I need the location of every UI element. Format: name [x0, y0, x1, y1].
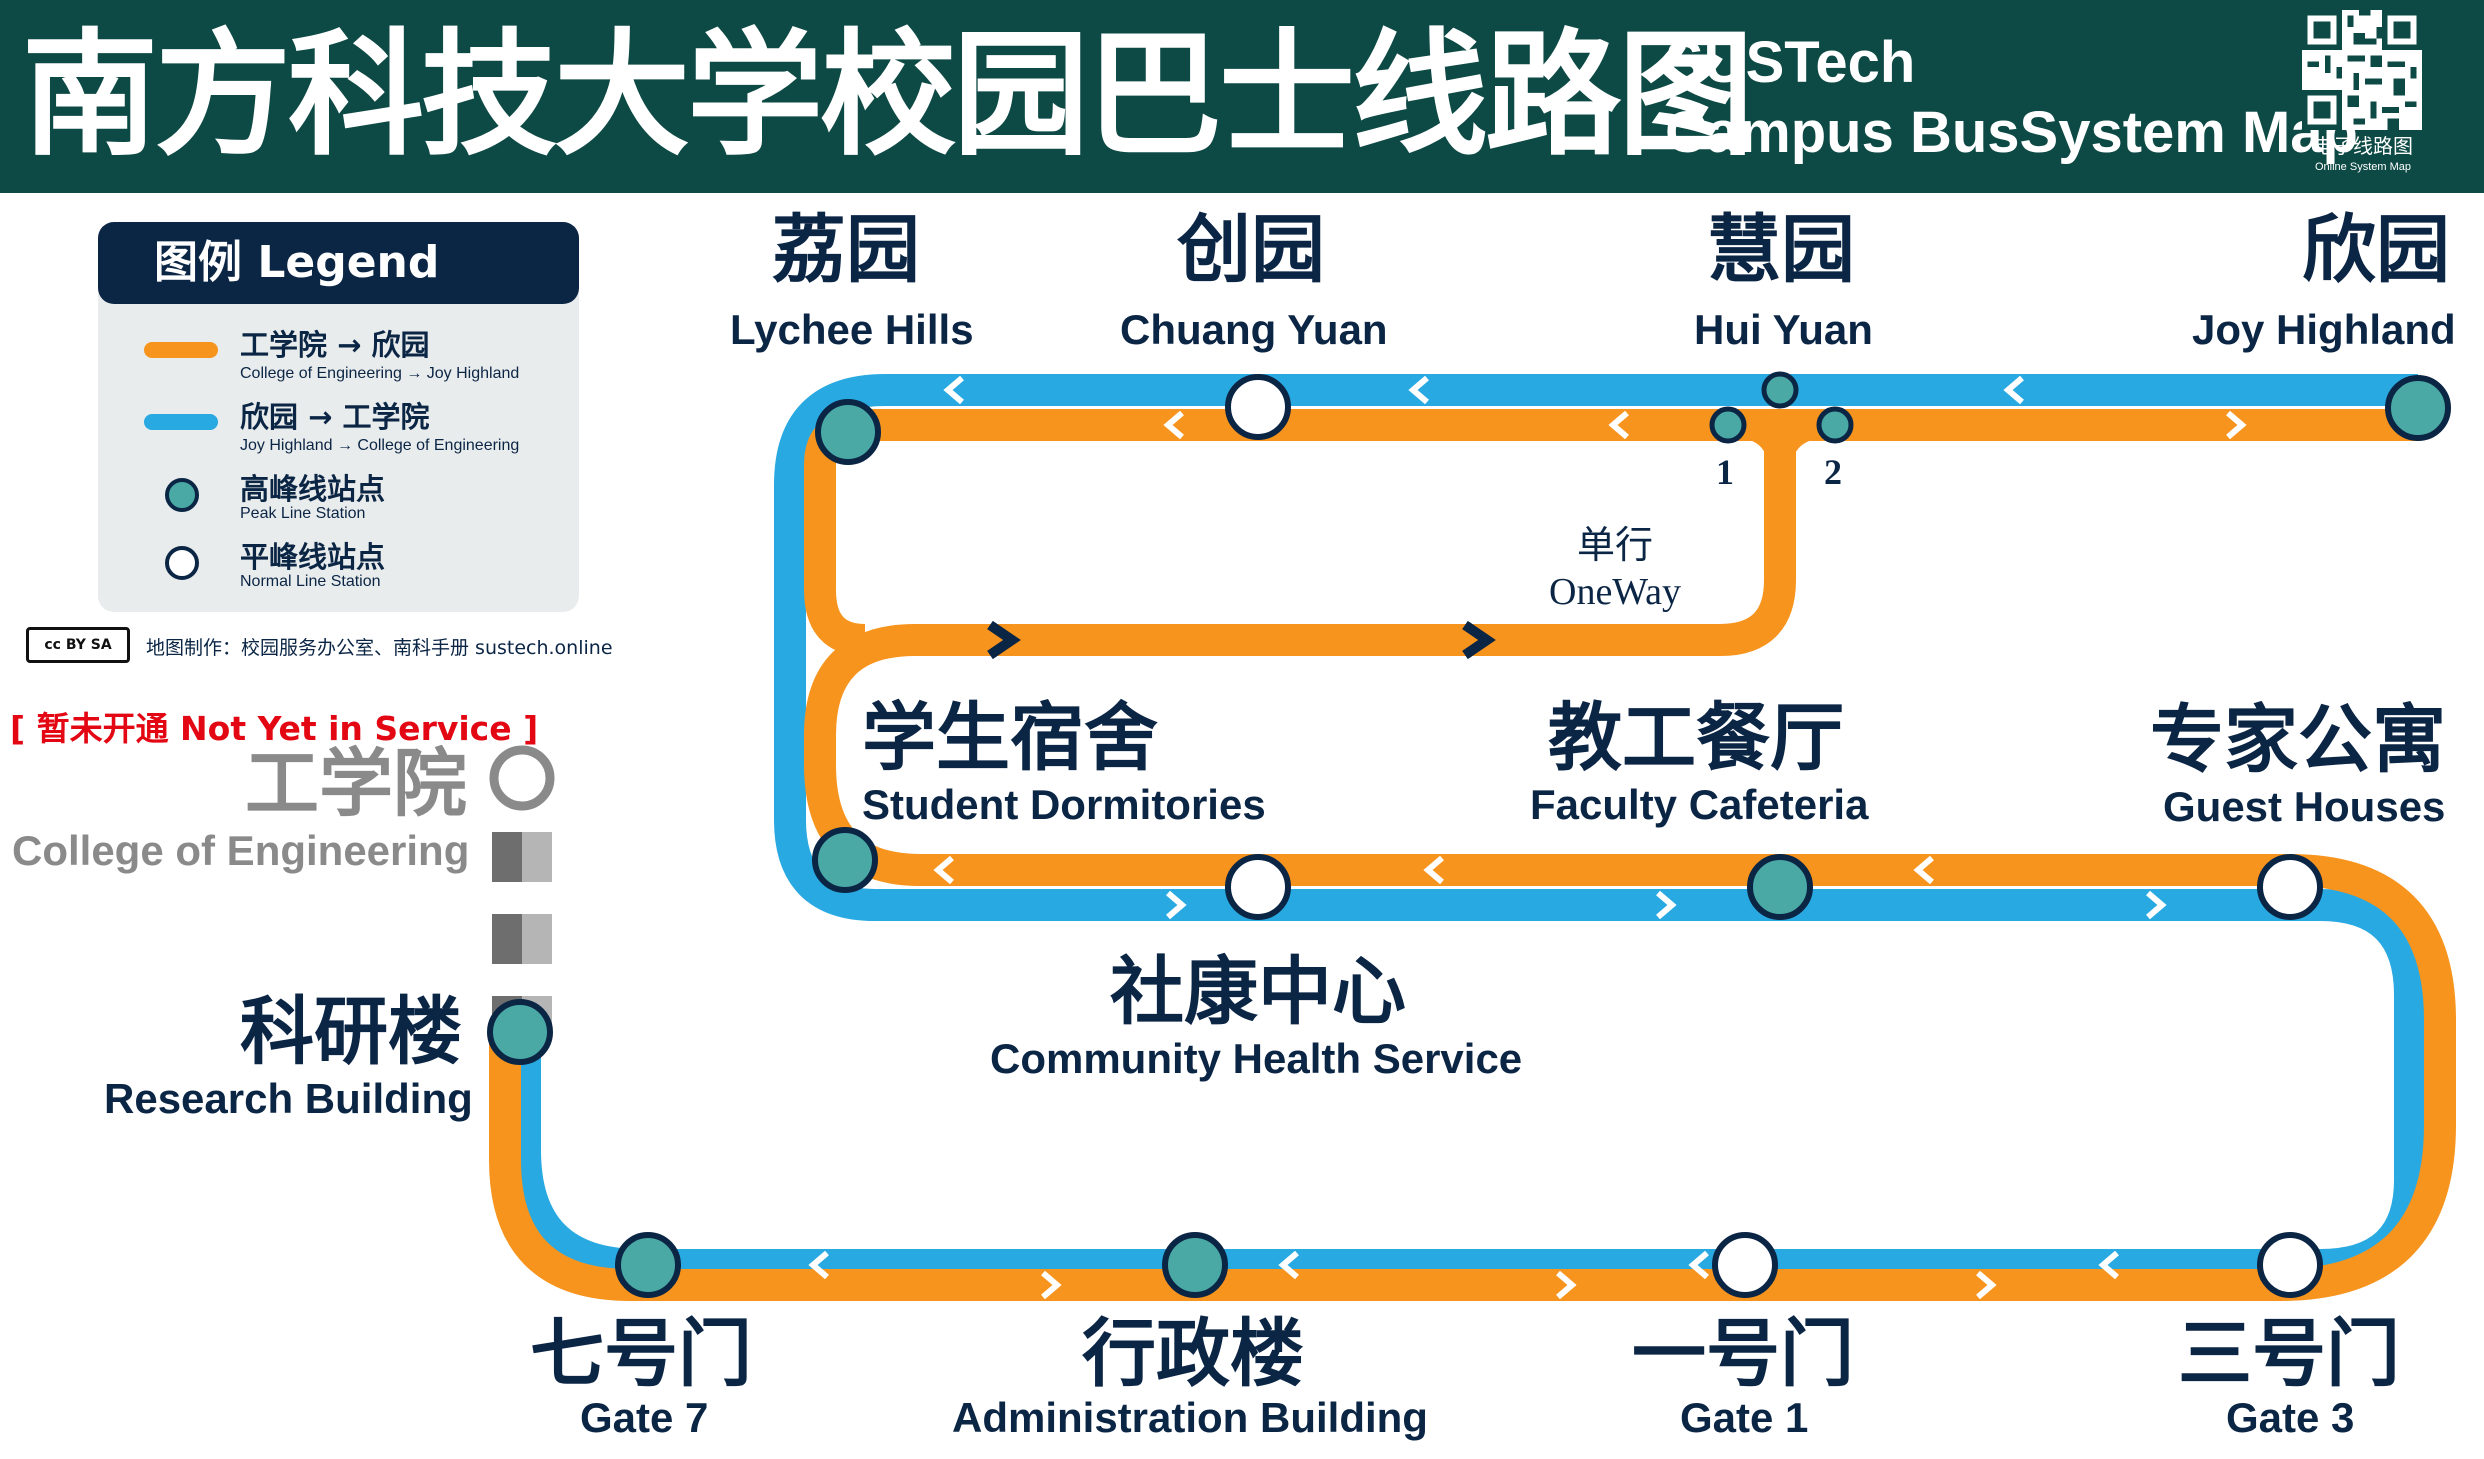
legend-item-blue: 欣园 → 工学院 — [240, 400, 430, 434]
branch-label-1: 1 — [1716, 452, 1734, 492]
label-community-health-en: Community Health Service — [990, 1035, 1523, 1082]
station-hui-yuan-main — [1761, 371, 1799, 409]
branch-label-2: 2 — [1824, 452, 1842, 492]
label-student-dorms-zh: 学生宿舍 — [862, 695, 1158, 781]
station-community-health — [1225, 854, 1291, 920]
map-credit: 地图制作：校园服务办公室、南科手册 sustech.online — [146, 637, 613, 659]
legend-peak-dot — [165, 478, 199, 512]
label-admin-building-en: Administration Building — [952, 1394, 1428, 1441]
station-gate3 — [2257, 1232, 2323, 1298]
label-college-engineering-zh: 工学院 — [245, 741, 467, 827]
legend-normal-dot — [165, 546, 199, 580]
blue-route-line — [509, 374, 2426, 1281]
label-guest-houses-zh: 专家公寓 — [2150, 697, 2446, 783]
oneway-arrows — [987, 620, 1496, 660]
label-gate3-en: Gate 3 — [2226, 1394, 2355, 1441]
title-chinese: 南方科技大学校园巴士线路图 — [22, 17, 1754, 175]
college-engineering-station — [489, 745, 555, 811]
legend-item-orange-en: College of Engineering → Joy Highland — [240, 365, 520, 382]
station-markers — [487, 371, 2451, 1298]
not-in-service-segment — [489, 745, 555, 1030]
label-research-building-en: Research Building — [104, 1075, 473, 1122]
label-joy-highland-en: Joy Highland — [2192, 306, 2456, 353]
station-admin-building — [1162, 1232, 1228, 1298]
legend-item-normal: 平峰线站点 — [240, 540, 386, 574]
label-guest-houses-en: Guest Houses — [2163, 783, 2446, 830]
label-community-health-zh: 社康中心 — [1110, 949, 1406, 1035]
label-gate3-zh: 三号门 — [2178, 1311, 2400, 1397]
label-gate1-en: Gate 1 — [1680, 1394, 1809, 1441]
label-student-dorms-en: Student Dormitories — [862, 781, 1266, 828]
qr-label: 电子线路图 — [2313, 134, 2413, 158]
oneway-en: OneWay — [1549, 571, 1681, 613]
oneway-label: 单行 OneWay — [1520, 523, 1710, 615]
label-hui-yuan-zh: 慧园 — [1707, 207, 1855, 293]
legend-title: 图例 Legend — [98, 222, 579, 304]
legend-item-blue-en: Joy Highland → College of Engineering — [240, 437, 520, 454]
station-chuang-yuan — [1225, 374, 1291, 440]
legend-item-peak: 高峰线站点 — [240, 472, 386, 506]
station-guest-houses — [2257, 854, 2323, 920]
label-faculty-cafeteria-en: Faculty Cafeteria — [1530, 781, 1869, 828]
header-bar — [0, 0, 2484, 193]
label-chuang-yuan-zh: 创园 — [1177, 207, 1325, 293]
title-english-line2: Campus BusSystem Map — [1665, 100, 2358, 165]
station-faculty-cafeteria — [1747, 854, 1813, 920]
station-gate1 — [1712, 1232, 1778, 1298]
label-hui-yuan-en: Hui Yuan — [1694, 306, 1873, 353]
station-student-dorms — [812, 827, 878, 893]
station-lychee-hills — [815, 399, 881, 465]
label-faculty-cafeteria-zh: 教工餐厅 — [1548, 695, 1844, 781]
label-lychee-hills-zh: 荔园 — [772, 207, 920, 293]
station-gate7 — [615, 1232, 681, 1298]
qr-label-english: Online System Map — [2315, 161, 2411, 173]
label-gate7-en: Gate 7 — [580, 1394, 709, 1441]
label-college-engineering-en: College of Engineering — [12, 827, 470, 874]
legend-orange-swatch — [144, 342, 218, 358]
legend-item-orange: 工学院 → 欣园 — [240, 328, 430, 362]
station-hui-yuan-1 — [1709, 406, 1747, 444]
label-gate7-zh: 七号门 — [530, 1311, 752, 1397]
station-hui-yuan-2 — [1816, 406, 1854, 444]
title-english-line1: SUSTech — [1665, 30, 1916, 95]
legend-item-peak-en: Peak Line Station — [240, 505, 366, 522]
label-chuang-yuan-en: Chuang Yuan — [1120, 306, 1388, 353]
oneway-zh: 单行 — [1576, 525, 1653, 567]
qr-code-icon[interactable] — [2302, 10, 2422, 130]
label-gate1-zh: 一号门 — [1632, 1311, 1854, 1397]
station-research-building — [487, 999, 553, 1065]
label-research-building-zh: 科研楼 — [240, 989, 462, 1075]
label-lychee-hills-en: Lychee Hills — [730, 306, 974, 353]
cc-license-badge: cc BY SA — [26, 627, 130, 663]
station-joy-highland — [2385, 375, 2451, 441]
legend-item-normal-en: Normal Line Station — [240, 573, 381, 590]
legend-blue-swatch — [144, 414, 218, 430]
label-admin-building-zh: 行政楼 — [1082, 1311, 1304, 1397]
label-joy-highland-zh: 欣园 — [2302, 207, 2450, 293]
title-english: SUSTech Campus BusSystem Map — [1665, 28, 2358, 168]
not-in-service-label: [ 暂未开通 Not Yet in Service ] — [10, 709, 539, 748]
